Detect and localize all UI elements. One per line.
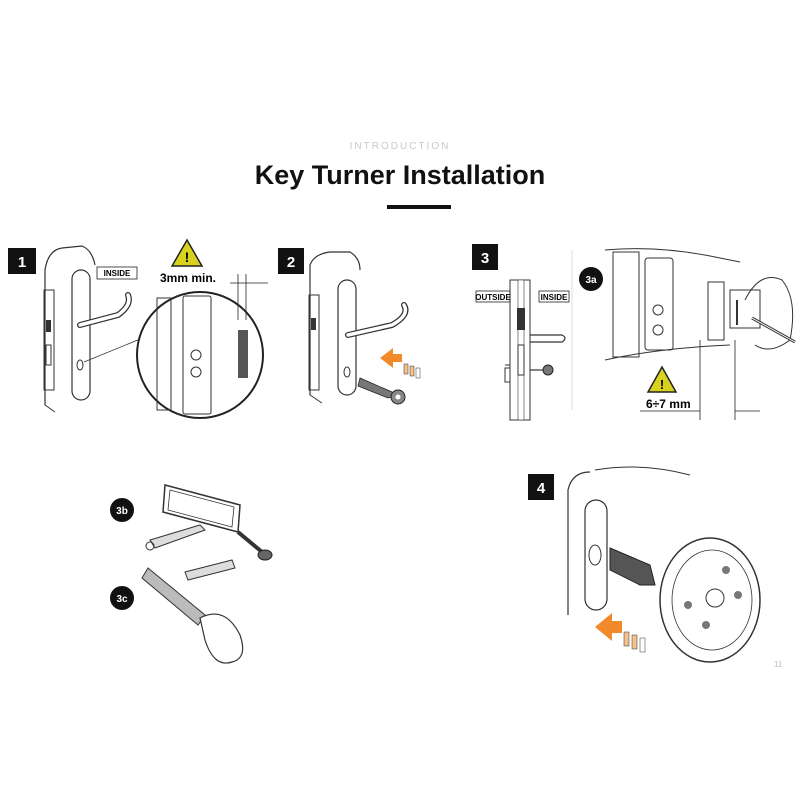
step-3b-number: 3b	[116, 506, 128, 517]
arrow-icon	[595, 613, 622, 641]
step-3c-badge	[110, 586, 134, 610]
warning-triangle-icon: !	[646, 365, 678, 393]
title-underline	[387, 205, 451, 209]
step-3b-badge	[110, 498, 134, 522]
step-3a-number: 3a	[585, 275, 597, 286]
step-3-badge	[472, 244, 498, 270]
arrow-icon	[380, 348, 402, 368]
step-3-inside-label: INSIDE	[541, 293, 568, 302]
step-4-badge	[528, 474, 554, 500]
step-3a-badge	[579, 267, 603, 291]
warning-triangle-icon: !	[170, 238, 204, 267]
step-3b-figure: 3b	[110, 484, 273, 561]
intro-eyebrow: INTRODUCTION	[349, 141, 451, 152]
step-3-figure: 3 OUTSIDE INSIDE	[472, 244, 573, 421]
step-3a-measurement: 6÷7 mm	[646, 397, 691, 411]
step-3-outside-label: OUTSIDE	[475, 293, 511, 302]
step-1-figure: 1 INSIDE ! 3mm min.	[8, 238, 268, 419]
step-3c-number: 3c	[116, 594, 128, 605]
page-number: 11	[774, 660, 783, 669]
step-1-badge	[8, 248, 36, 274]
step-4-figure: 4	[528, 466, 761, 663]
step-3a-figure: 3a ! 6÷7 mm	[579, 248, 796, 420]
step-2-badge	[278, 248, 304, 274]
page-title: Key Turner Installation	[254, 160, 546, 190]
key-icon	[357, 377, 406, 405]
svg-text:!: !	[660, 377, 664, 392]
step-4-number: 4	[537, 480, 546, 497]
svg-text:!: !	[185, 249, 190, 265]
step-1-inside-label: INSIDE	[104, 269, 131, 278]
step-2-number: 2	[287, 254, 295, 271]
step-1-number: 1	[18, 254, 26, 271]
step-3-number: 3	[481, 250, 489, 267]
step-3c-figure: 3c	[110, 559, 244, 664]
step-1-measurement: 3mm min.	[160, 271, 216, 285]
step-2-figure: 2	[278, 248, 421, 405]
